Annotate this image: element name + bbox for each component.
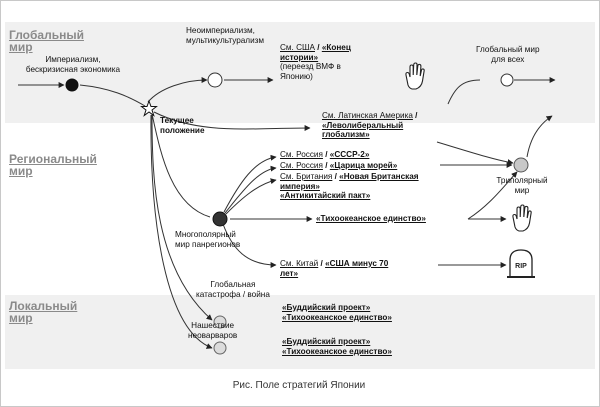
node-catastrophe	[213, 315, 227, 329]
edge-multipolar-china	[222, 223, 277, 268]
global-world-band	[5, 22, 595, 123]
current-position-star-icon	[140, 99, 158, 117]
ref-local-2: «Буддийский проект» «Тихоокеанское единс…	[282, 337, 392, 356]
edge-pacific-tripolar	[467, 171, 518, 220]
node-barbarians	[213, 341, 227, 355]
edge-current-neoimperialism	[147, 77, 208, 103]
edge-multipolar-britain	[225, 178, 277, 215]
tombstone-text: RIP	[515, 263, 527, 270]
ref-russia-2: См. Россия / «Царица морей»	[280, 161, 398, 170]
node-neoimperialism	[207, 72, 223, 88]
local-world-band	[5, 295, 595, 369]
label-imperialism: Империализм,бескризисная экономика	[25, 55, 121, 74]
node-multipolar	[212, 211, 228, 227]
edge-current-latam	[153, 111, 311, 132]
ref-pacific-unity: «Тихоокеанское единство»	[316, 214, 426, 223]
hand-stop-icon	[512, 204, 532, 232]
edge-multipolar-russia1	[223, 154, 277, 213]
ref-usa: См. США / «Конец истории» (переезд ВМФ в…	[280, 43, 351, 81]
figure-caption: Рис. Поле стратегий Японии	[232, 380, 366, 391]
node-imperialism	[65, 78, 79, 92]
edge-latam-tripolar	[436, 141, 514, 166]
tombstone-icon: RIP	[507, 249, 535, 278]
edge-current-multipolar	[151, 113, 211, 218]
node-tripolar	[513, 157, 529, 173]
edge-to-global-for-all	[447, 79, 481, 105]
edge-current-catastrophe	[151, 114, 213, 321]
label-neoimperialism: Неоимпериализм,мультикультурализм	[186, 26, 265, 45]
ref-russia-1: См. Россия / «СССР-2»	[280, 150, 370, 159]
edge-imperialism-current	[79, 84, 146, 107]
edge-tripolar-out	[526, 115, 553, 158]
node-global-for-all	[500, 73, 514, 87]
hand-stop-icon	[405, 62, 425, 90]
ref-china: См. Китай / «США минус 70 лет»	[280, 259, 389, 278]
edge-multipolar-russia2	[224, 165, 277, 214]
ref-latam: См. Латинская Америка / «Леволиберальный…	[322, 111, 418, 139]
edge-current-barbarians	[150, 114, 213, 349]
ref-local-1: «Буддийский проект» «Тихоокеанское единс…	[282, 303, 392, 322]
ref-britain: См. Британия / «Новая Британская империя…	[280, 172, 419, 200]
